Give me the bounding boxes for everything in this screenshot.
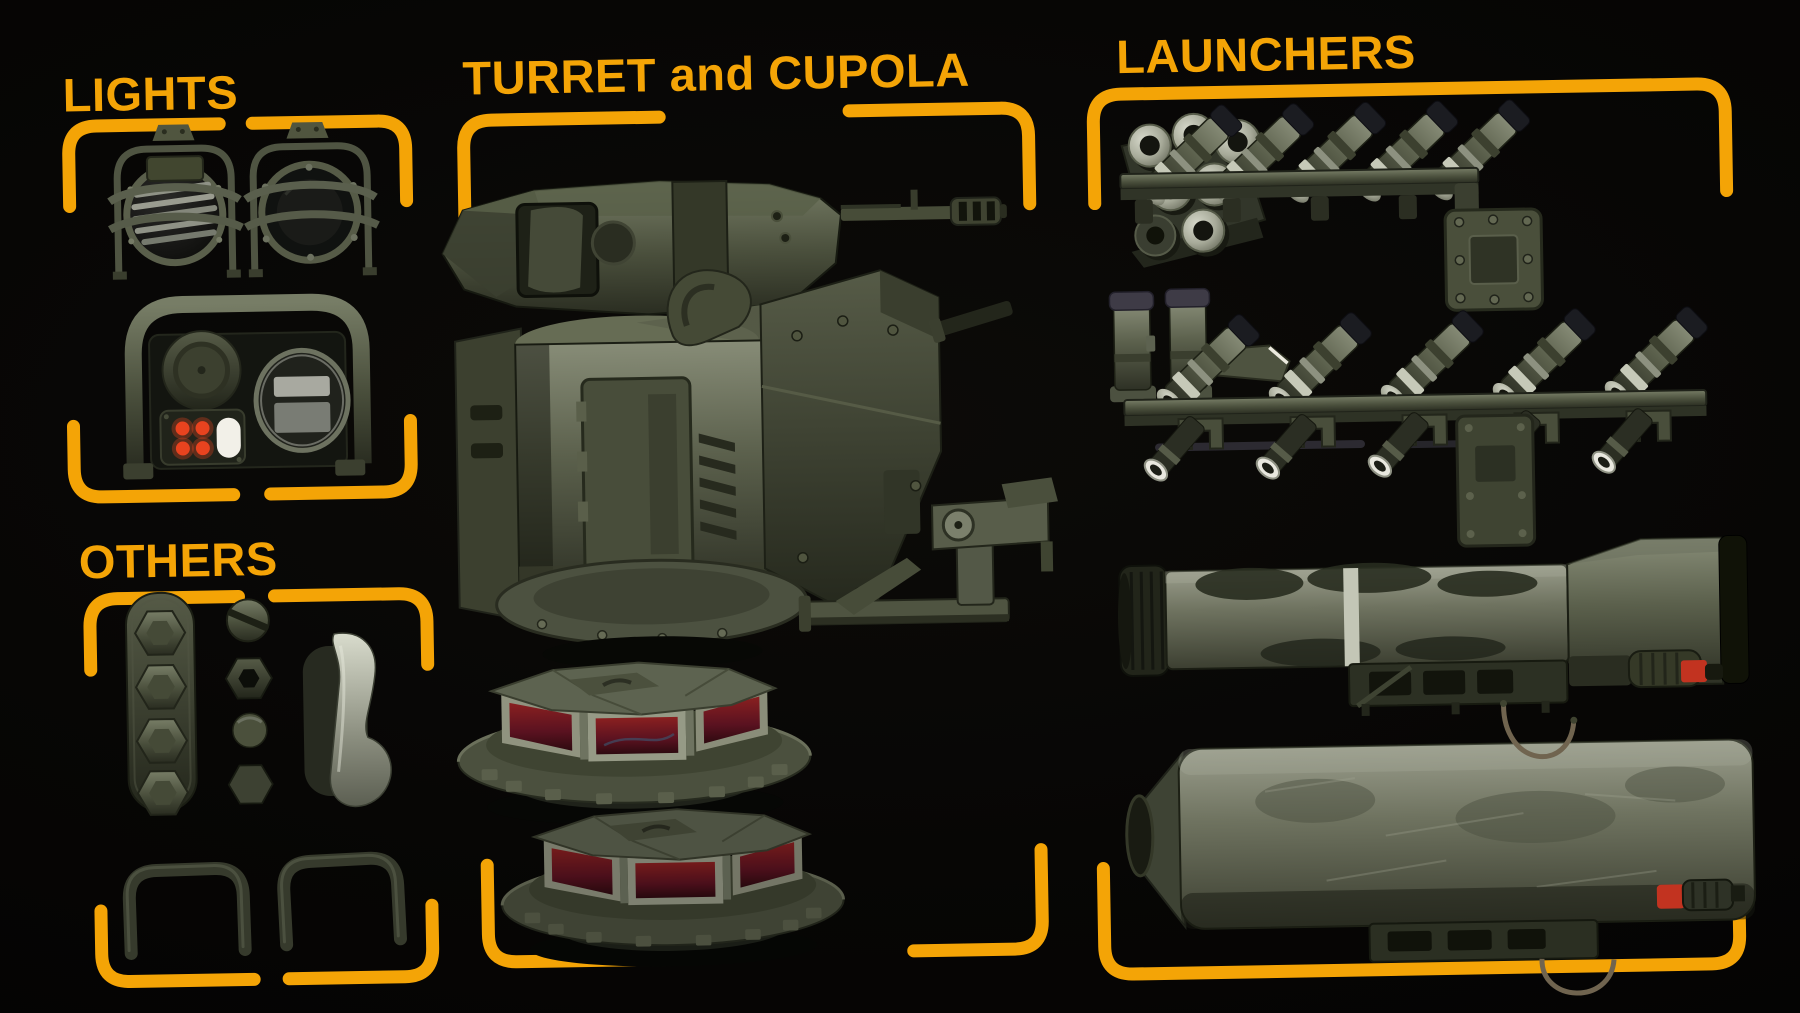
launcher-container-tube: [1125, 738, 1756, 996]
cupola-ring-lower: [500, 808, 846, 967]
missile-launch-tube: [1117, 534, 1750, 760]
turret-section: [441, 179, 1058, 967]
dome-bolt: [225, 598, 270, 643]
guarded-headlamp-round: [243, 122, 380, 278]
lights-section: [107, 122, 380, 480]
guarded-headlamp-slatted: [107, 124, 244, 280]
fastener-set: [224, 598, 274, 805]
discharger-rack-middle: [1123, 303, 1711, 486]
frame-lights: [62, 114, 418, 504]
hex-nut-holed: [224, 657, 274, 700]
mirror-housing: [302, 632, 392, 808]
cupola-arm: [798, 477, 1058, 632]
headlamp-cluster-box: [123, 293, 372, 480]
single-discharger-tubes: [1108, 287, 1291, 403]
cupola-ring-with-arm: [456, 661, 812, 825]
others-section: [121, 591, 400, 954]
mounting-plate-upper: [1443, 207, 1544, 312]
disassembled-clamps: [1139, 404, 1672, 486]
turret-drum-assembly: [454, 269, 1013, 669]
single-tube-left: [1108, 290, 1157, 403]
frame-others: [83, 587, 440, 989]
mounting-plate-lower: [1455, 413, 1537, 548]
launchers-section: [1108, 96, 1756, 996]
oval-headlamp: [253, 347, 351, 453]
gun-barrel: [840, 189, 1007, 226]
frame-launchers: [1086, 77, 1747, 981]
round-cap: [232, 712, 268, 749]
frame-turret: [457, 101, 1049, 969]
indicator-panel: [159, 408, 247, 466]
hex-nut-plain: [227, 764, 274, 805]
grab-handle-left: [126, 865, 245, 954]
discharger-rack-top: [1119, 96, 1534, 228]
grab-handle-right: [280, 854, 400, 945]
bolt-plate: [124, 591, 198, 817]
